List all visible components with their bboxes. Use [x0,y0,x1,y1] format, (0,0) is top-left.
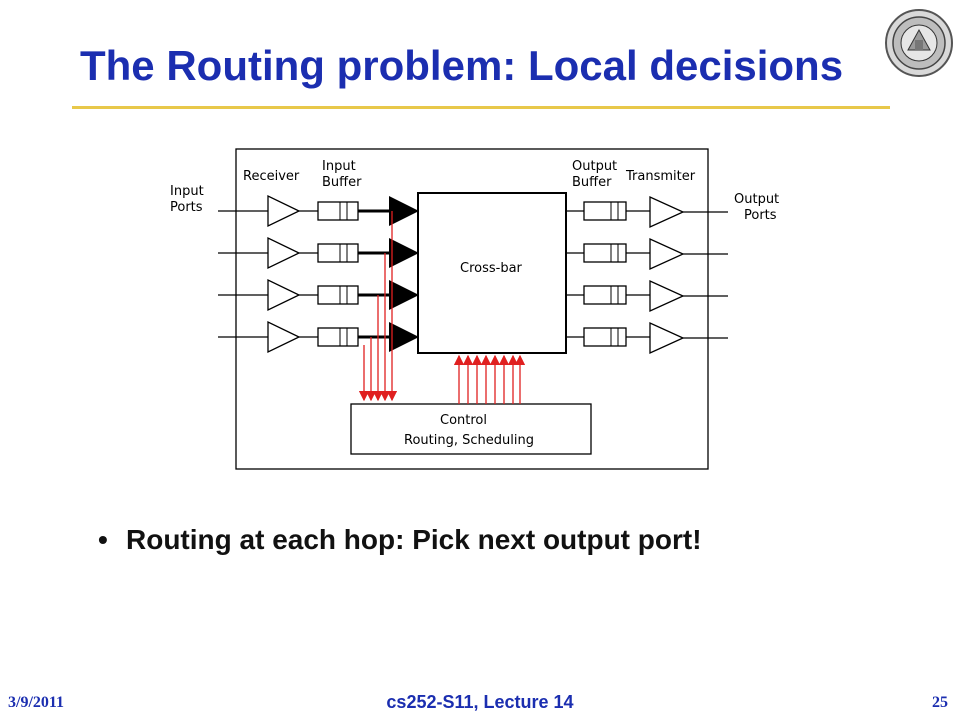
bullet-item: • Routing at each hop: Pick next output p… [98,524,702,556]
university-seal-icon [885,9,953,77]
control-box [350,403,592,455]
footer-date: 3/9/2011 [8,694,65,711]
bullet-dot-icon: • [98,524,108,555]
input-ports-label-1: Input [170,184,204,199]
output-row-1 [566,195,728,229]
transmitter-label: Transmiter [625,169,696,184]
output-buffer-label-2: Buffer [572,175,612,190]
input-row-4 [218,320,419,354]
output-row-4 [566,321,728,355]
footer-page-number: 25 [932,694,948,711]
output-row-3 [566,279,728,313]
input-buffer-label-1: Input [322,159,356,174]
router-boundary [235,148,709,470]
input-row-3 [218,278,419,312]
output-ports-label-2: Ports [744,208,777,223]
input-row-1 [218,194,419,228]
output-row-2 [566,237,728,271]
output-buffer-label-1: Output [572,159,617,174]
crossbar-box [417,192,567,354]
input-to-control-lines [358,211,398,402]
control-to-crossbar-lines [453,354,526,404]
input-row-2 [218,236,419,270]
bullet-text: Routing at each hop: Pick next output po… [126,524,702,555]
title-underline [72,106,890,109]
receiver-label: Receiver [243,169,300,184]
footer-course: cs252-S11, Lecture 14 [386,692,574,712]
control-label: Control [440,413,487,428]
output-ports-label-1: Output [734,192,779,207]
slide-title: The Routing problem: Local decisions [80,42,844,89]
control-sublabel: Routing, Scheduling [404,433,534,448]
input-buffer-label-2: Buffer [322,175,362,190]
input-ports-label-2: Ports [170,200,203,215]
crossbar-label: Cross-bar [460,261,523,276]
